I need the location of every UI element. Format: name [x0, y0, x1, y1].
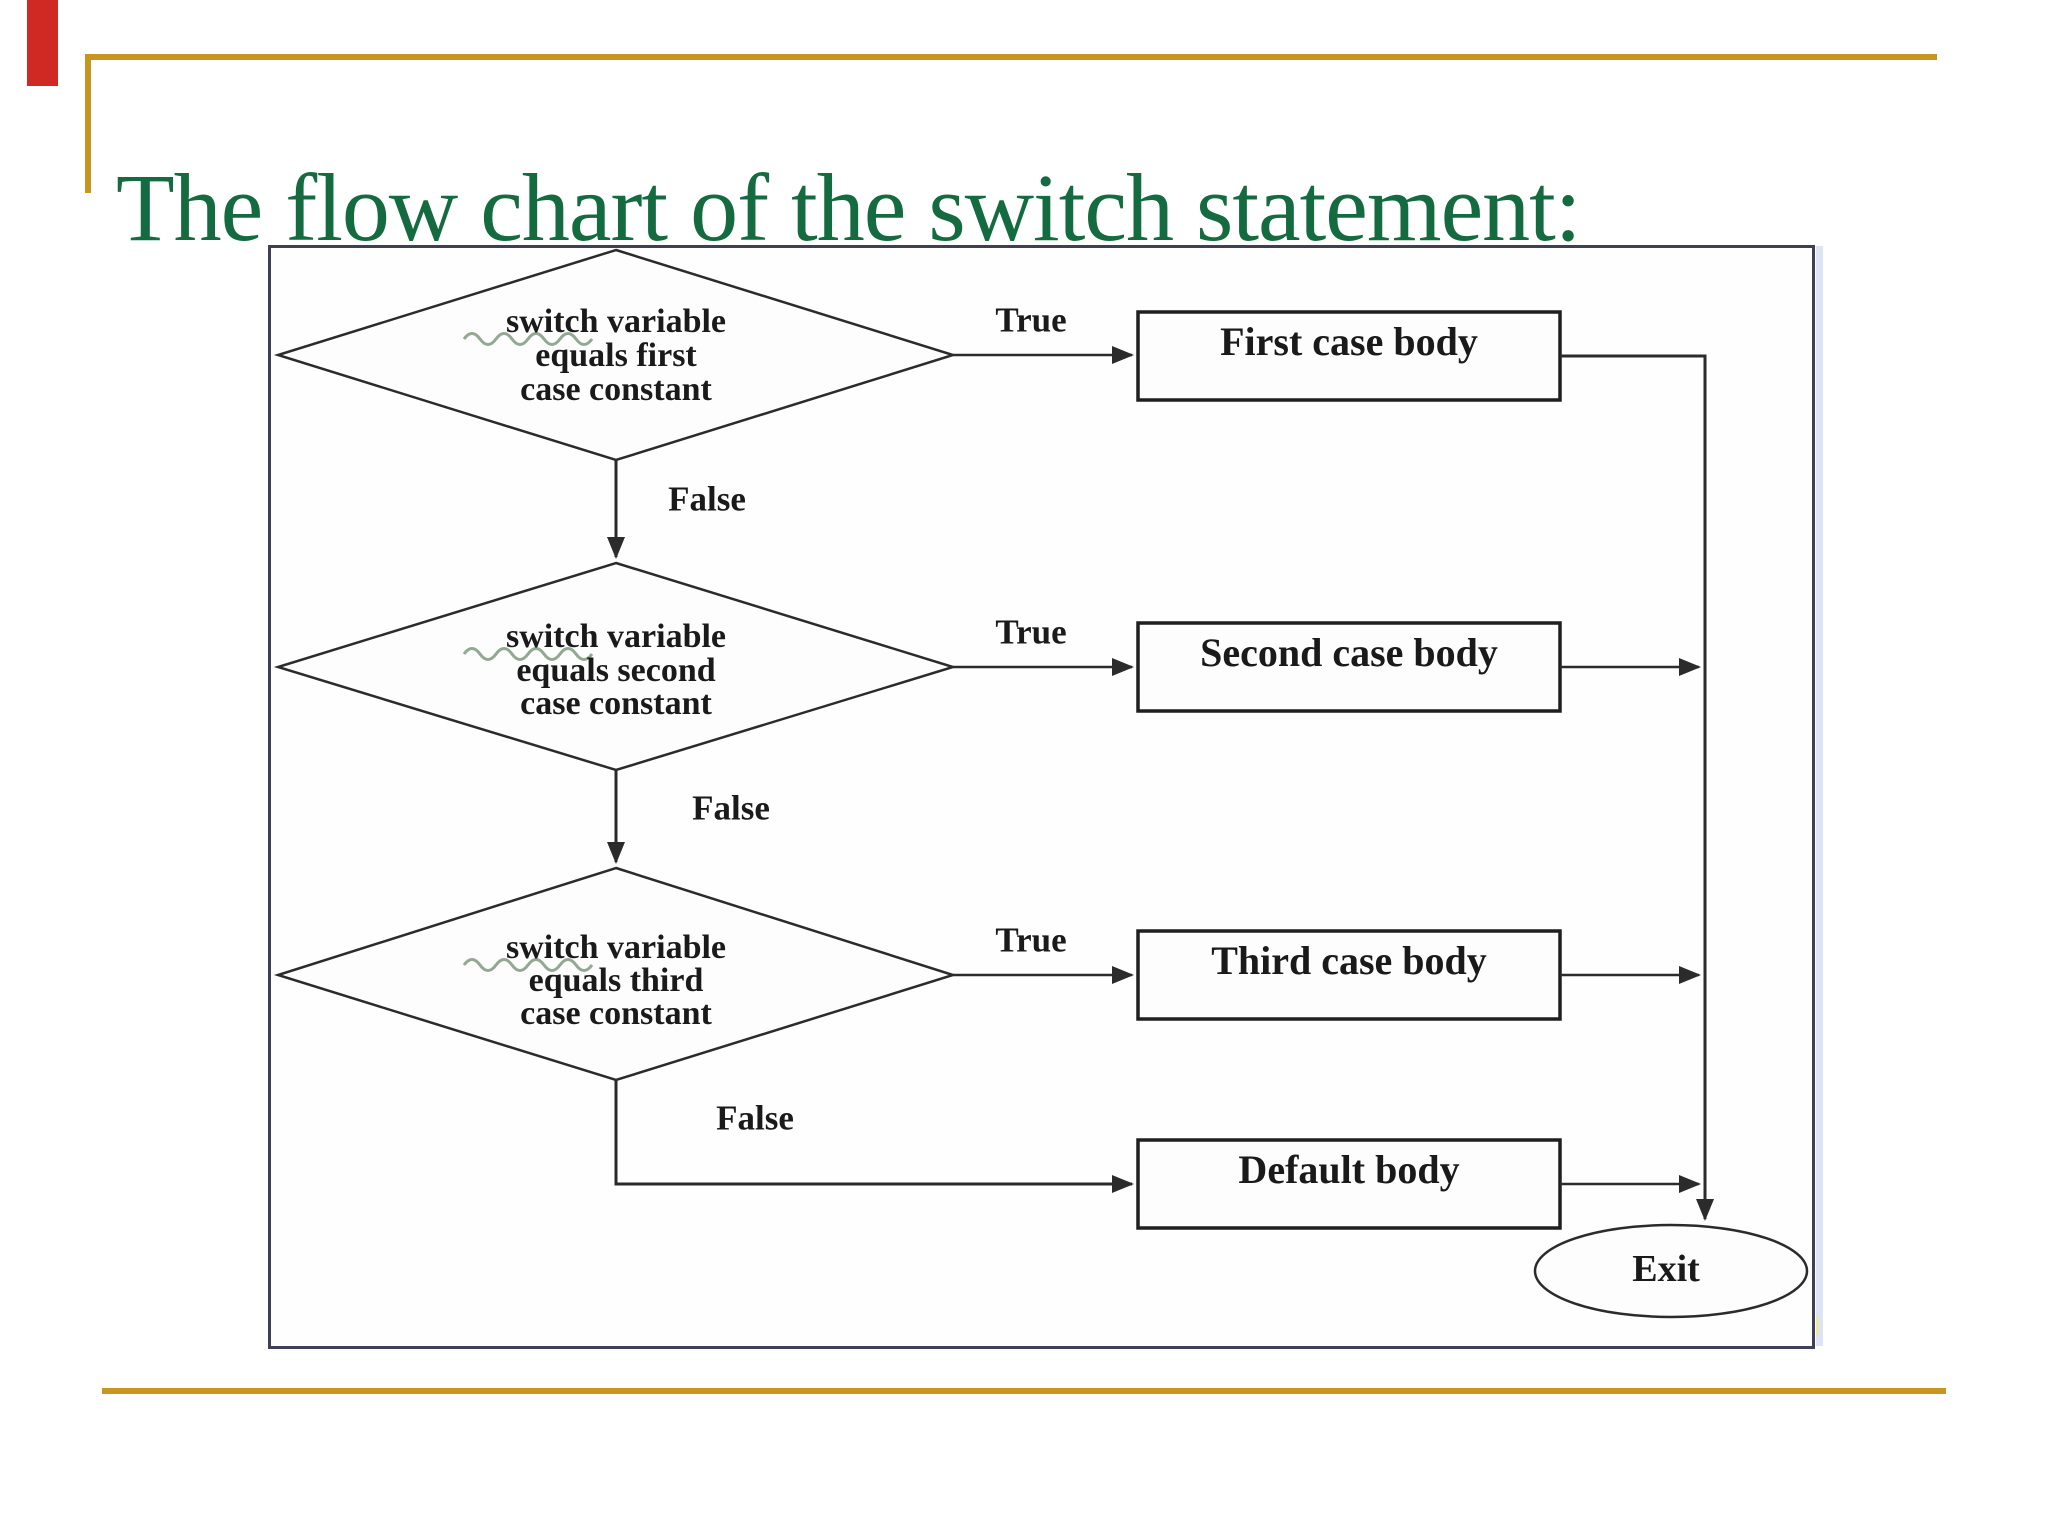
- decision-second-line3: case constant: [520, 685, 712, 722]
- true-label-first: True: [995, 300, 1067, 340]
- process-box-default: [1136, 1138, 1562, 1230]
- true-label-second: True: [995, 612, 1067, 652]
- process-box-second-case: [1136, 621, 1562, 713]
- decision-first-line3: case constant: [520, 371, 712, 408]
- red-corner-mark: [27, 0, 58, 86]
- flowchart: switch variable equals first case consta…: [268, 245, 1816, 1350]
- decision-third-line2: equals third: [528, 962, 704, 999]
- box-label-third-case: Third case body: [1211, 938, 1487, 983]
- squiggle-underline-second: [462, 647, 594, 661]
- exit-terminator: [1533, 1223, 1809, 1319]
- box-label-second-case: Second case body: [1200, 630, 1498, 675]
- false-arrow-third: [614, 1080, 1134, 1193]
- title-gold-border: [85, 54, 1937, 193]
- false-label-third: False: [716, 1098, 794, 1138]
- exit-label: Exit: [1632, 1248, 1700, 1290]
- process-box-first-case: [1136, 310, 1562, 402]
- decision-third-line3: case constant: [520, 995, 712, 1032]
- box-label-default: Default body: [1238, 1147, 1460, 1192]
- frame-right-strip: [1816, 246, 1823, 1346]
- decision-second-line1: switch variable: [505, 618, 727, 655]
- false-label-first: False: [668, 479, 746, 519]
- squiggle-underline-third: [462, 958, 594, 972]
- decision-third-line1: switch variable: [505, 929, 727, 966]
- decision-first-line1: switch variable: [505, 303, 727, 340]
- decision-second-line2: equals second: [516, 652, 716, 689]
- page-title: The flow chart of the switch statement:: [116, 154, 1582, 262]
- decision-first-line2: equals first: [535, 337, 697, 374]
- process-box-third-case: [1136, 929, 1562, 1021]
- box-label-first-case: First case body: [1220, 319, 1478, 364]
- squiggle-underline-first: [462, 332, 594, 346]
- bottom-gold-divider: [102, 1388, 1946, 1394]
- flowchart-canvas: [268, 245, 1815, 1349]
- true-label-third: True: [995, 920, 1067, 960]
- collector-line: [1560, 354, 1714, 1221]
- false-label-second: False: [692, 788, 770, 828]
